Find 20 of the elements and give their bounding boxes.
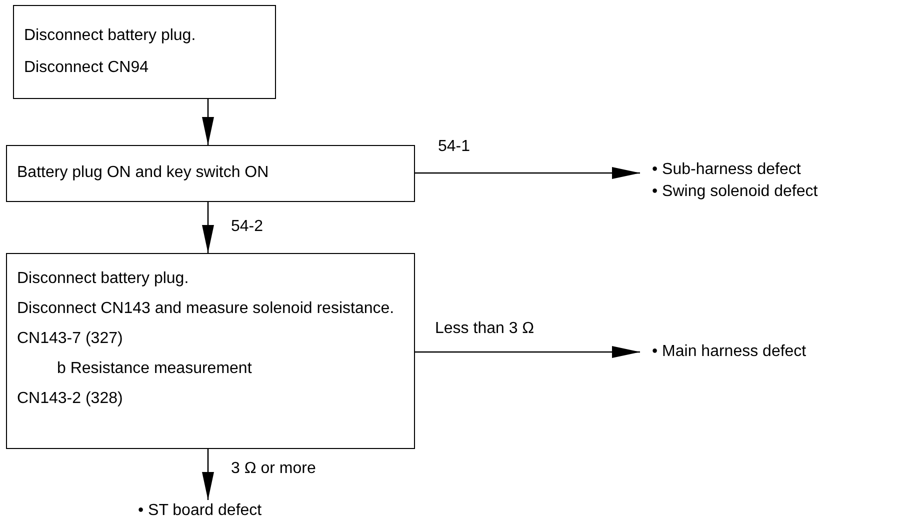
step-text: b Resistance measurement [57, 359, 252, 379]
step-text: • ST board defect [138, 501, 262, 521]
arrow [202, 202, 214, 253]
step-text: CN143-2 (328) [17, 389, 123, 409]
step-text: • Sub-harness defect [652, 160, 801, 180]
step-text: CN143-7 (327) [17, 329, 123, 349]
process-box [6, 145, 415, 202]
arrow [415, 346, 640, 358]
process-box [13, 5, 276, 99]
step-text: Battery plug ON and key switch ON [17, 163, 269, 183]
arrow [202, 449, 214, 500]
step-text: • Main harness defect [652, 342, 806, 362]
step-text: • Swing solenoid defect [652, 182, 818, 202]
step-text: Disconnect CN94 [24, 58, 148, 78]
step-text: Disconnect battery plug. [24, 26, 196, 46]
arrow [415, 167, 640, 179]
step-text: Disconnect battery plug. [17, 269, 189, 289]
step-text: Disconnect CN143 and measure solenoid resistance. [17, 299, 394, 319]
process-box [6, 253, 415, 449]
arrow [202, 99, 214, 145]
